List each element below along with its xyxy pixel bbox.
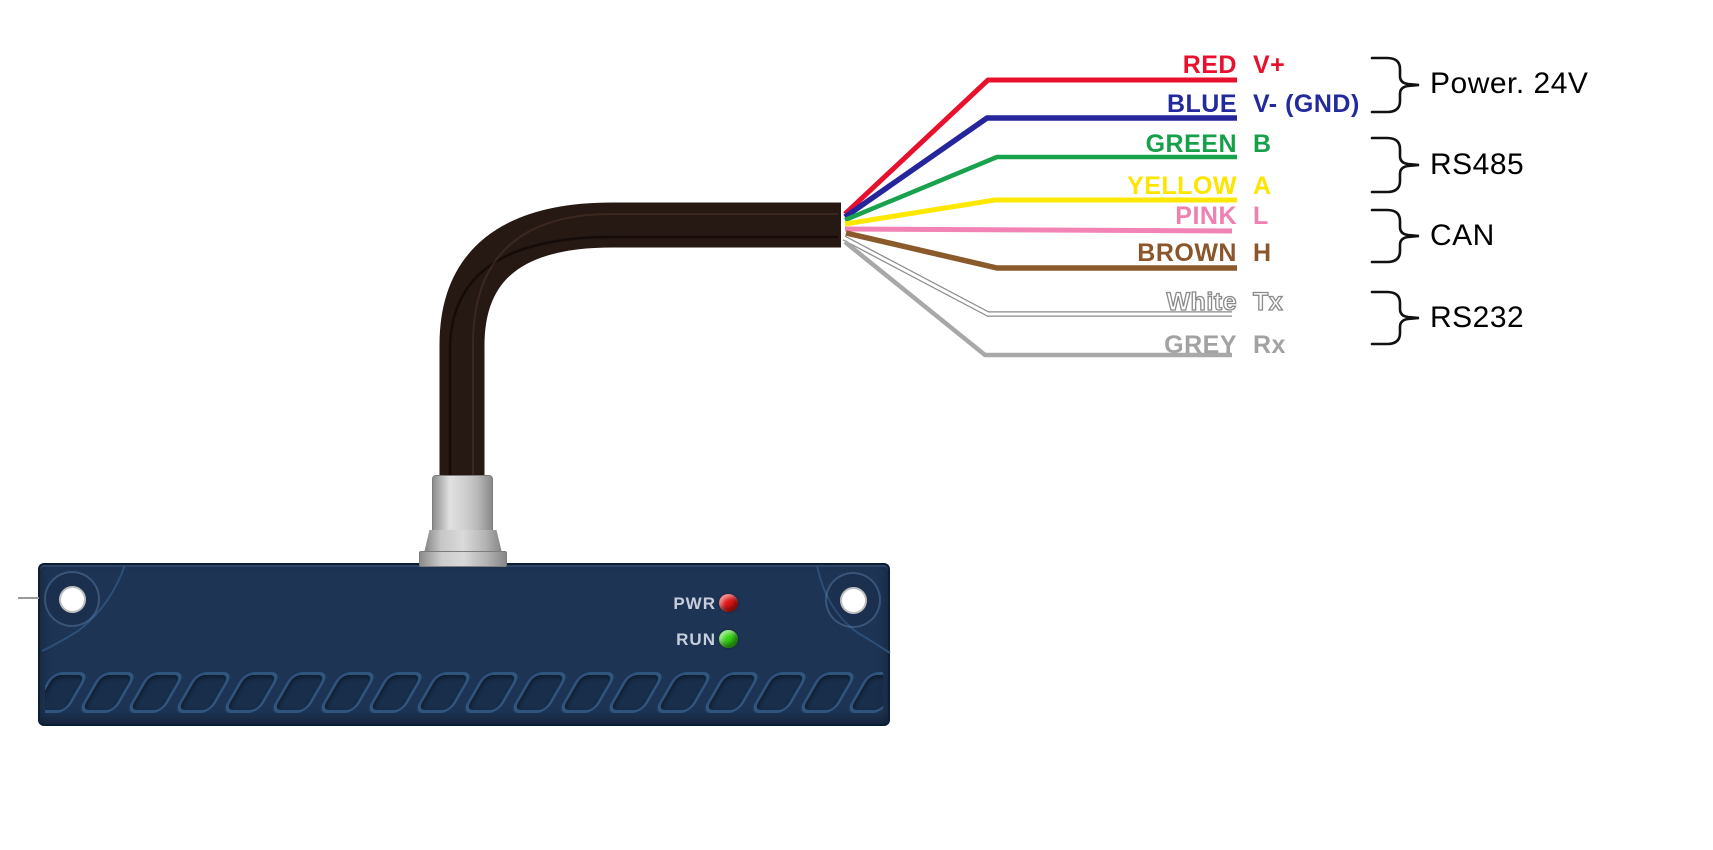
wire-code-l: L bbox=[1253, 202, 1269, 230]
wire-code-vplus: V+ bbox=[1253, 51, 1286, 79]
wire-code-a: A bbox=[1253, 172, 1272, 200]
wire-fanout bbox=[842, 77, 1237, 358]
wire-label-yellow: YELLOW bbox=[1127, 172, 1237, 200]
wire-white bbox=[843, 236, 1232, 316]
wire-label-red: RED bbox=[1182, 51, 1237, 79]
group-braces bbox=[1370, 56, 1420, 346]
wire-pink bbox=[844, 226, 1233, 234]
wire-label-blue: BLUE bbox=[1166, 90, 1237, 118]
wire-green bbox=[844, 154, 1237, 223]
right-mounting-hole bbox=[840, 587, 867, 614]
device-body: PWR RUN bbox=[38, 563, 891, 726]
wire-label-white: White bbox=[1166, 287, 1237, 316]
brace-rs485 bbox=[1370, 136, 1420, 194]
brace-can bbox=[1370, 208, 1420, 264]
wire-code-b: B bbox=[1253, 130, 1272, 158]
wire-brown bbox=[845, 230, 1237, 271]
wire-code-h: H bbox=[1253, 239, 1272, 267]
wire-label-green: GREEN bbox=[1145, 130, 1237, 158]
wire-label-brown: BROWN bbox=[1137, 239, 1237, 267]
group-label-power: Power. 24V bbox=[1430, 67, 1589, 100]
wire-label-grey: GREY bbox=[1164, 331, 1237, 359]
pwr-led-label: PWR bbox=[673, 594, 716, 613]
wire-blue bbox=[843, 115, 1237, 220]
cable-gland-base bbox=[419, 551, 507, 567]
cable-gland-nut bbox=[424, 530, 502, 553]
wire-red bbox=[843, 77, 1237, 216]
group-label-can: CAN bbox=[1430, 219, 1495, 252]
run-led-label: RUN bbox=[676, 630, 716, 649]
wire-code-rx: Rx bbox=[1253, 331, 1286, 359]
group-label-rs485: RS485 bbox=[1430, 148, 1525, 181]
group-label-rs232: RS232 bbox=[1430, 301, 1525, 334]
left-edge-tick bbox=[18, 597, 39, 599]
cable bbox=[439, 202, 841, 508]
cable-gland-top bbox=[432, 475, 493, 532]
wire-yellow bbox=[844, 197, 1237, 227]
wire-code-vminus: V- (GND) bbox=[1253, 90, 1360, 118]
run-led bbox=[719, 630, 738, 648]
wire-grey bbox=[843, 240, 1232, 358]
brace-power bbox=[1370, 56, 1420, 114]
left-mounting-hole bbox=[59, 586, 86, 613]
brace-rs232 bbox=[1370, 290, 1420, 346]
device-seams bbox=[41, 565, 891, 654]
pwr-led bbox=[719, 594, 738, 612]
wire-label-pink: PINK bbox=[1175, 202, 1237, 230]
wire-code-tx: Tx bbox=[1252, 287, 1284, 316]
